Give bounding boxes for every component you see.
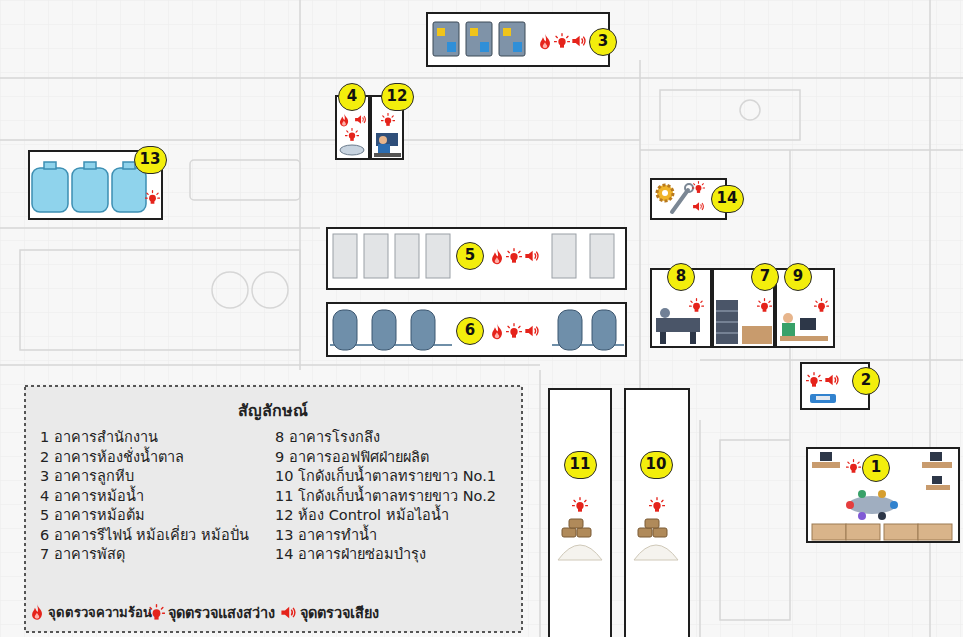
callout-number: 4 bbox=[338, 83, 366, 111]
callout-number: 7 bbox=[751, 263, 779, 291]
symbol-legend-text: จุดตรวจความร้อน bbox=[48, 604, 152, 622]
building-box: 8 bbox=[650, 268, 712, 348]
heat-check-icon bbox=[492, 324, 502, 339]
office-interior bbox=[812, 452, 952, 540]
light-check-icon bbox=[345, 129, 358, 141]
building-key-text: 6 อาคารรีไฟน์ หม้อเคี่ยว หม้อปั่น bbox=[40, 526, 249, 544]
symbol-legend-text: จุดตรวจแสงสว่าง bbox=[168, 604, 275, 622]
heat-check-icon bbox=[492, 249, 502, 264]
building-box: 12 bbox=[370, 95, 404, 160]
crusher-machines bbox=[433, 22, 525, 56]
sound-check-icon bbox=[355, 115, 365, 124]
symbol-legend-text: จุดตรวจเสียง bbox=[300, 604, 379, 622]
building-box: 10 bbox=[624, 388, 690, 637]
sound-check-icon bbox=[825, 375, 838, 386]
building-key-text: 4 อาคารหม้อน้ำ bbox=[40, 487, 144, 505]
callout-number: 9 bbox=[784, 263, 812, 291]
evaporator-panels bbox=[333, 234, 614, 278]
building-key-text: 7 อาคารพัสดุ bbox=[40, 545, 125, 563]
callout-number: 14 bbox=[711, 185, 744, 213]
light-check-icon bbox=[757, 299, 771, 312]
sugar-sacks bbox=[558, 519, 678, 560]
callout-number: 1 bbox=[862, 454, 890, 482]
weighing-scale bbox=[810, 394, 836, 403]
lathe-machine bbox=[656, 308, 700, 344]
building-box: 4 bbox=[335, 95, 370, 160]
building-box: 6 bbox=[326, 302, 627, 357]
light-check-icon bbox=[689, 299, 703, 312]
light-check-icon bbox=[506, 249, 521, 263]
building-box: 13 bbox=[28, 150, 163, 220]
gear-and-wrench bbox=[657, 184, 693, 212]
building-box: 3 bbox=[426, 12, 610, 67]
heat-check-icon bbox=[32, 604, 42, 619]
building-box: 14 bbox=[650, 178, 727, 220]
office-desk bbox=[780, 313, 828, 341]
sound-check-icon bbox=[525, 251, 538, 262]
sound-check-icon bbox=[525, 326, 538, 337]
building-key-text: 8 อาคารโรงกลึง bbox=[275, 428, 380, 446]
light-check-icon bbox=[554, 34, 569, 48]
operator-at-console bbox=[374, 133, 401, 157]
callout-number: 12 bbox=[381, 83, 414, 111]
light-check-icon bbox=[572, 498, 587, 512]
light-check-icon bbox=[846, 460, 860, 473]
callout-number: 5 bbox=[456, 242, 484, 270]
light-check-icon bbox=[381, 114, 394, 126]
callout-number: 3 bbox=[589, 28, 617, 56]
light-check-icon bbox=[145, 191, 159, 204]
building-box: 5 bbox=[326, 227, 627, 290]
sound-check-icon bbox=[572, 36, 585, 47]
legend-title: สัญลักษณ์ bbox=[238, 401, 308, 421]
legend-panel bbox=[25, 386, 522, 632]
building-key-text: 13 อาคารทำน้ำ bbox=[275, 526, 377, 544]
light-check-icon bbox=[649, 498, 664, 512]
callout-number: 10 bbox=[640, 451, 673, 479]
building-key-text: 9 อาคารออฟฟิศฝ่ายผลิต bbox=[275, 448, 429, 466]
building-key-text: 1 อาคารสำนักงาน bbox=[40, 428, 158, 446]
building-key-text: 2 อาคารห้องชั่งน้ำตาล bbox=[40, 448, 184, 466]
sound-check-icon bbox=[281, 607, 294, 618]
water-jugs bbox=[32, 162, 146, 212]
building-key-text: 12 ห้อง Control หม้อไอน้ำ bbox=[275, 506, 449, 524]
building-key-text: 14 อาคารฝ่ายซ่อมบำรุง bbox=[275, 545, 426, 563]
heat-check-icon bbox=[340, 114, 348, 127]
light-check-icon bbox=[506, 324, 521, 338]
building-box: 9 bbox=[775, 268, 835, 348]
building-box: 11 bbox=[548, 388, 612, 637]
callout-number: 13 bbox=[134, 146, 167, 174]
heat-check-icon bbox=[540, 34, 550, 49]
building-key-text: 11 โกดังเก็บน้ำตาลทรายขาว No.2 bbox=[275, 487, 496, 505]
light-check-icon bbox=[806, 373, 821, 387]
light-check-icon bbox=[692, 182, 704, 193]
callout-number: 11 bbox=[564, 451, 597, 479]
refinery-tanks bbox=[330, 310, 624, 350]
building-box: 1 bbox=[806, 447, 960, 543]
light-check-icon bbox=[814, 299, 828, 312]
building-box: 7 bbox=[712, 268, 775, 348]
callout-number: 2 bbox=[852, 367, 880, 395]
building-box: 2 bbox=[800, 362, 870, 410]
callout-number: 8 bbox=[667, 263, 695, 291]
building-key-text: 3 อาคารลูกหีบ bbox=[40, 467, 134, 485]
callout-number: 6 bbox=[456, 317, 484, 345]
boiler-pot bbox=[340, 145, 364, 155]
sound-check-icon bbox=[693, 202, 703, 211]
building-key-text: 5 อาคารหม้อต้ม bbox=[40, 506, 145, 524]
building-key-text: 10 โกดังเก็บน้ำตาลทรายขาว No.1 bbox=[275, 467, 496, 485]
